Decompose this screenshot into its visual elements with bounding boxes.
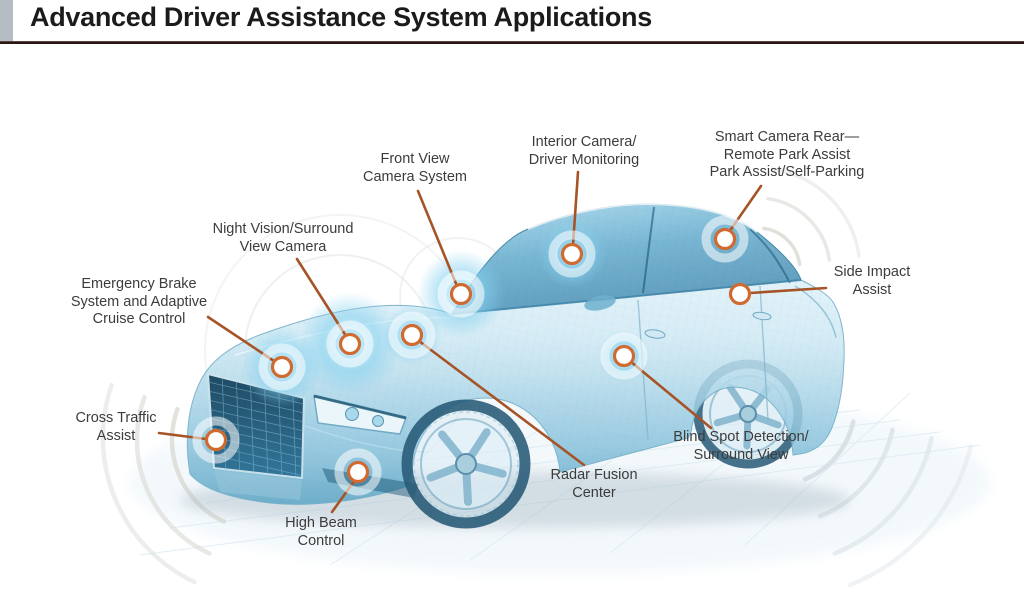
callout-dot-radar-fusion bbox=[400, 323, 424, 347]
headlight bbox=[313, 394, 408, 435]
callout-dot-blind-spot bbox=[612, 344, 636, 368]
radar-waves-rear-top bbox=[762, 167, 861, 266]
callout-dot-night-vision bbox=[338, 332, 362, 356]
callout-dot-cross-traffic bbox=[204, 428, 228, 452]
callout-dot-front-view-camera bbox=[449, 282, 473, 306]
label-front-view-camera: Front View Camera System bbox=[363, 151, 467, 185]
callout-dot-emergency-brake bbox=[270, 355, 294, 379]
label-cross-traffic: Cross Traffic Assist bbox=[75, 410, 157, 444]
callout-line-side-impact bbox=[748, 286, 828, 295]
front-wheel bbox=[401, 399, 531, 529]
label-interior-camera: Interior Camera/ Driver Monitoring bbox=[528, 134, 640, 168]
callout-line-blind-spot bbox=[628, 359, 713, 430]
title-divider-rule bbox=[0, 41, 1024, 44]
page-title: Advanced Driver Assistance System Applic… bbox=[30, 2, 652, 32]
label-side-impact: Side Impact Assist bbox=[833, 264, 911, 298]
callout-line-front-view-camera bbox=[416, 189, 459, 288]
label-smart-camera-rear: Smart Camera Rear— Remote Park Assist Pa… bbox=[709, 129, 865, 180]
car-body bbox=[186, 202, 845, 505]
callout-dot-high-beam bbox=[346, 460, 370, 484]
label-high-beam: High Beam Control bbox=[285, 515, 357, 549]
callout-dot-interior-camera bbox=[560, 242, 584, 266]
header: Advanced Driver Assistance System Applic… bbox=[0, 0, 1024, 44]
callout-dot-smart-camera-rear bbox=[713, 227, 737, 251]
callout-line-night-vision bbox=[295, 257, 348, 338]
callout-dot-side-impact bbox=[728, 282, 752, 306]
label-emergency-brake: Emergency Brake System and Adaptive Crui… bbox=[70, 276, 208, 327]
radar-waves-rear-bottom bbox=[802, 419, 973, 588]
label-blind-spot: Blind Spot Detection/ Surround View bbox=[673, 429, 809, 463]
label-radar-fusion: Radar Fusion Center bbox=[550, 467, 638, 501]
label-night-vision: Night Vision/Surround View Camera bbox=[212, 221, 354, 255]
corner-accent-square bbox=[0, 0, 13, 41]
callout-dots bbox=[192, 215, 752, 496]
callout-line-radar-fusion bbox=[417, 339, 586, 467]
